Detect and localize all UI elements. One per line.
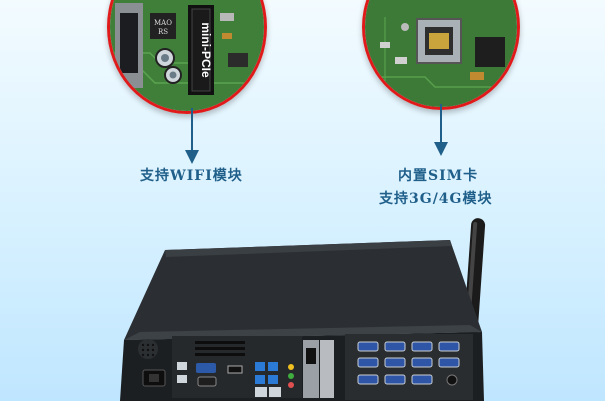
wifi-slot-closeup: MAO RS mini-PCIe xyxy=(107,0,267,114)
usb-ports xyxy=(177,362,278,384)
serial-port xyxy=(197,376,217,387)
svg-text:RS: RS xyxy=(158,28,168,36)
arrow-down-icon xyxy=(185,108,199,164)
sim-card-caption: 内置SIM卡 xyxy=(398,168,479,184)
wifi-module-caption: 支持WIFI模块 xyxy=(140,168,243,184)
arrow-down-icon xyxy=(434,104,448,156)
cellular-module-caption: 支持3G/4G模块 xyxy=(379,191,493,207)
vga-port xyxy=(196,363,216,373)
mini-pcie-label: mini-PCIe xyxy=(199,22,213,78)
chip-label: MAO xyxy=(154,19,172,27)
fan-vent xyxy=(138,339,158,359)
